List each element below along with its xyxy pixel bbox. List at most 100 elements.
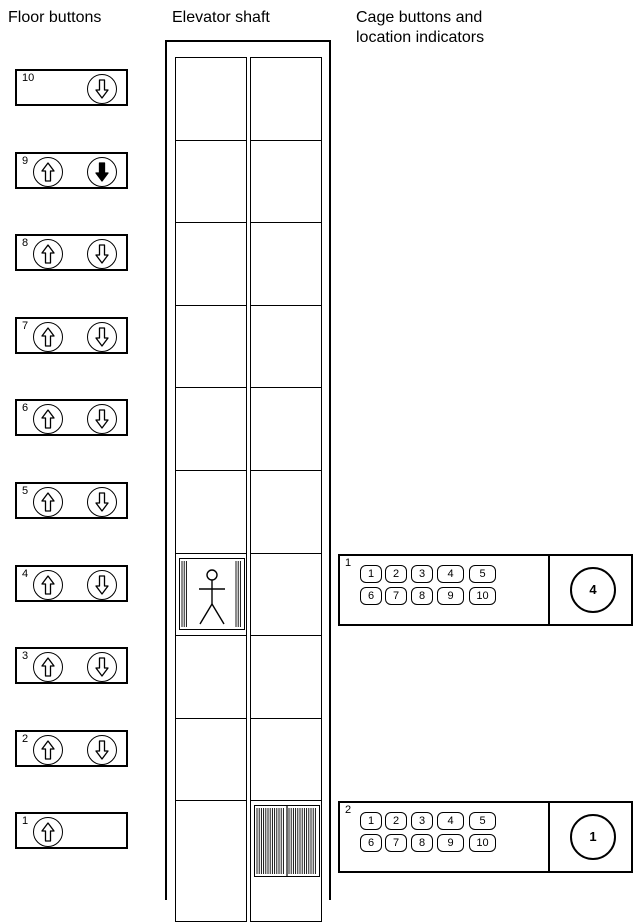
call-down-button[interactable] [87, 74, 117, 104]
arrow-up-icon [40, 326, 56, 348]
call-up-button[interactable] [33, 652, 63, 682]
call-down-button[interactable] [87, 322, 117, 352]
shaft-cell [175, 57, 247, 141]
call-up-button[interactable] [33, 239, 63, 269]
arrow-up-icon [40, 491, 56, 513]
arrow-down-icon [94, 491, 110, 513]
cage-number-label: 1 [345, 557, 351, 569]
cage-floor-button[interactable]: 6 [360, 834, 382, 852]
cage-floor-button[interactable]: 3 [411, 812, 433, 830]
floor-number-label: 9 [22, 155, 28, 167]
elevator-shaft [165, 40, 331, 900]
shaft-cell [250, 635, 322, 719]
shaft-cell [175, 140, 247, 224]
call-down-button[interactable] [87, 404, 117, 434]
cage-floor-button[interactable]: 5 [469, 565, 496, 583]
arrow-down-icon [94, 326, 110, 348]
shaft-cell [250, 718, 322, 802]
shaft-cell [250, 222, 322, 306]
floor-panel-8: 8 [15, 234, 128, 271]
cage-floor-button[interactable]: 6 [360, 587, 382, 605]
floor-buttons-header: Floor buttons [8, 8, 101, 28]
floor-panel-6: 6 [15, 399, 128, 436]
floor-number-label: 2 [22, 733, 28, 745]
arrow-down-icon [94, 408, 110, 430]
cage-number-label: 2 [345, 804, 351, 816]
call-down-button[interactable] [87, 735, 117, 765]
elevator-shaft-header: Elevator shaft [172, 8, 270, 28]
arrow-up-icon [40, 656, 56, 678]
shaft-cell [175, 305, 247, 389]
arrow-down-icon [94, 243, 110, 265]
cage-floor-button[interactable]: 1 [360, 812, 382, 830]
cage-floor-button[interactable]: 10 [469, 587, 496, 605]
floor-number-label: 5 [22, 485, 28, 497]
call-down-button[interactable] [87, 570, 117, 600]
floor-number-label: 4 [22, 568, 28, 580]
floor-panel-7: 7 [15, 317, 128, 354]
call-up-button[interactable] [33, 404, 63, 434]
arrow-down-icon [94, 739, 110, 761]
shaft-cell [250, 470, 322, 554]
cage-floor-button[interactable]: 10 [469, 834, 496, 852]
shaft-cell [175, 800, 247, 922]
cage-floor-button[interactable]: 9 [437, 587, 464, 605]
floor-number-label: 10 [22, 72, 34, 84]
cage-floor-button[interactable]: 2 [385, 812, 407, 830]
call-up-button[interactable] [33, 817, 63, 847]
arrow-up-icon [40, 243, 56, 265]
floor-panel-1: 1 [15, 812, 128, 849]
arrow-up-icon [40, 161, 56, 183]
cage-floor-button[interactable]: 4 [437, 565, 464, 583]
floor-panel-9: 9 [15, 152, 128, 189]
floor-panel-3: 3 [15, 647, 128, 684]
floor-panel-5: 5 [15, 482, 128, 519]
arrow-down-icon [94, 78, 110, 100]
shaft-cell [250, 140, 322, 224]
call-up-button[interactable] [33, 735, 63, 765]
shaft-cell [175, 553, 247, 637]
floor-panel-4: 4 [15, 565, 128, 602]
cage-floor-button[interactable]: 5 [469, 812, 496, 830]
arrow-down-icon [94, 574, 110, 596]
panel-divider [548, 556, 550, 624]
cage-floor-button[interactable]: 4 [437, 812, 464, 830]
shaft-cell [250, 553, 322, 637]
cage-floor-button[interactable]: 3 [411, 565, 433, 583]
cage-floor-button[interactable]: 1 [360, 565, 382, 583]
floor-number-label: 8 [22, 237, 28, 249]
floor-number-label: 6 [22, 402, 28, 414]
call-down-button[interactable] [87, 239, 117, 269]
arrow-up-icon [40, 821, 56, 843]
cage-floor-button[interactable]: 2 [385, 565, 407, 583]
location-indicator: 4 [570, 567, 616, 613]
shaft-cell [175, 222, 247, 306]
call-up-button[interactable] [33, 570, 63, 600]
arrow-down-icon [94, 161, 110, 183]
call-up-button[interactable] [33, 487, 63, 517]
call-down-button[interactable] [87, 652, 117, 682]
cage-floor-button[interactable]: 7 [385, 587, 407, 605]
cage-floor-button[interactable]: 9 [437, 834, 464, 852]
panel-divider [548, 803, 550, 871]
elevator-cage-1 [179, 558, 245, 630]
shaft-cell [250, 305, 322, 389]
shaft-cell [175, 470, 247, 554]
call-down-button[interactable] [87, 487, 117, 517]
floor-number-label: 7 [22, 320, 28, 332]
shaft-cell [175, 635, 247, 719]
floor-panel-10: 10 [15, 69, 128, 106]
call-up-button[interactable] [33, 322, 63, 352]
cage-floor-button[interactable]: 8 [411, 834, 433, 852]
cage-floor-button[interactable]: 8 [411, 587, 433, 605]
call-down-button[interactable] [87, 157, 117, 187]
cage-floor-button[interactable]: 7 [385, 834, 407, 852]
floor-panel-2: 2 [15, 730, 128, 767]
cage-buttons-header: Cage buttons and location indicators [356, 8, 484, 48]
shaft-cell [175, 718, 247, 802]
arrow-up-icon [40, 574, 56, 596]
call-up-button[interactable] [33, 157, 63, 187]
floor-number-label: 3 [22, 650, 28, 662]
